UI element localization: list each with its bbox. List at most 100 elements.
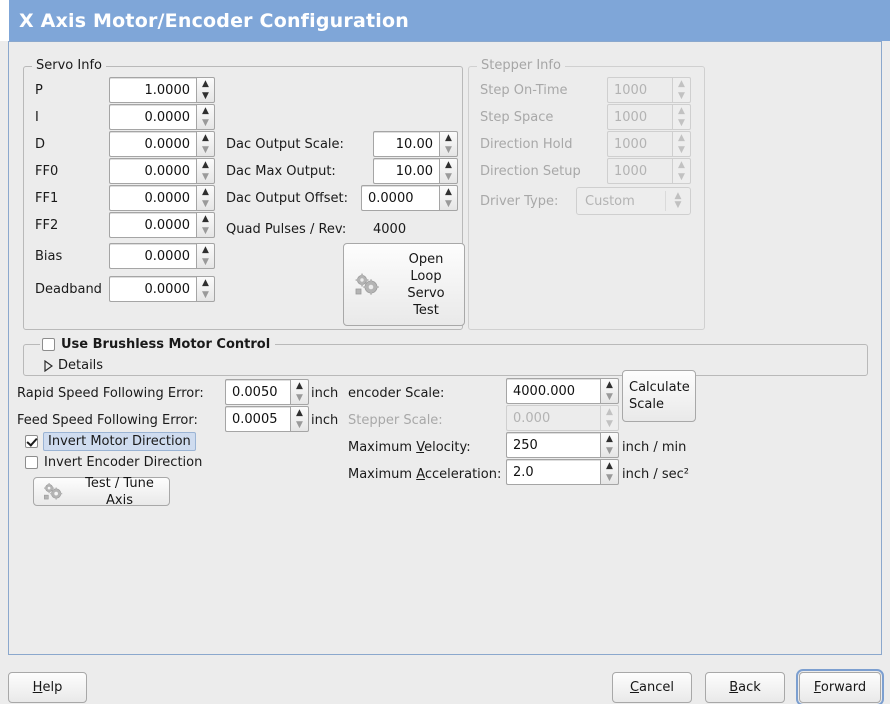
encoder-scale-input[interactable]: 4000.000 [506, 378, 600, 404]
details-disclosure[interactable]: Details [37, 358, 103, 373]
servo-input-d[interactable]: 0.0000 [109, 131, 196, 157]
cancel-button[interactable]: Cancel [612, 672, 692, 703]
servo-spin-deadband[interactable]: 0.0000 ▲ ▼ [109, 276, 215, 302]
servo-spin-p-buttons[interactable]: ▲ ▼ [196, 77, 215, 103]
servo-input-ff1[interactable]: 0.0000 [109, 185, 196, 211]
spin-up-icon[interactable]: ▲ [606, 460, 613, 471]
spin-up-icon[interactable]: ▲ [445, 159, 452, 170]
spin-up-icon[interactable]: ▲ [296, 407, 303, 418]
spin-down-icon[interactable]: ▼ [296, 419, 303, 430]
spin-up-icon[interactable]: ▲ [202, 277, 209, 288]
spin-down-icon[interactable]: ▼ [202, 225, 209, 236]
invert-encoder-direction-checkbox[interactable]: Invert Encoder Direction [25, 455, 202, 470]
spin-up-icon[interactable]: ▲ [202, 132, 209, 143]
help-button[interactable]: Help [8, 672, 87, 703]
maximum-acceleration-spin[interactable]: 2.0 ▲ ▼ [506, 459, 619, 485]
spin-down-icon[interactable]: ▼ [606, 391, 613, 402]
maximum-velocity-label: Maximum Velocity: [348, 440, 471, 455]
rapid-following-error-spin[interactable]: 0.0050 ▲ ▼ [225, 379, 309, 405]
servo-spin-d[interactable]: 0.0000 ▲ ▼ [109, 131, 215, 157]
spin-up-icon[interactable]: ▲ [202, 213, 209, 224]
spin-up-icon[interactable]: ▲ [202, 78, 209, 89]
servo-spin-i[interactable]: 0.0000 ▲ ▼ [109, 104, 215, 130]
spin-up-icon: ▲ [678, 78, 685, 89]
servo-spin-p[interactable]: 1.0000 ▲ ▼ [109, 77, 215, 103]
feed-following-error-spin[interactable]: 0.0005 ▲ ▼ [225, 406, 309, 432]
forward-button[interactable]: Forward [796, 669, 884, 704]
maximum-velocity-spin[interactable]: 250 ▲ ▼ [506, 432, 619, 458]
spin-down-icon[interactable]: ▼ [202, 289, 209, 300]
servo-input-deadband[interactable]: 0.0000 [109, 276, 196, 302]
spin-down-icon[interactable]: ▼ [296, 392, 303, 403]
spin-up-icon[interactable]: ▲ [445, 132, 452, 143]
rapid-following-error-input[interactable]: 0.0050 [225, 379, 290, 405]
servo-spin-ff1-buttons[interactable]: ▲ ▼ [196, 185, 215, 211]
calculate-scale-button[interactable]: Calculate Scale [622, 370, 696, 422]
servo-spin-deadband-buttons[interactable]: ▲ ▼ [196, 276, 215, 302]
dac-output-offset-input[interactable]: 0.0000 [361, 185, 439, 211]
spin-down-icon[interactable]: ▼ [445, 144, 452, 155]
spin-up-icon[interactable]: ▲ [202, 159, 209, 170]
spin-down-icon[interactable]: ▼ [445, 171, 452, 182]
spin-down-icon[interactable]: ▼ [202, 198, 209, 209]
servo-input-i[interactable]: 0.0000 [109, 104, 196, 130]
dac-max-output-input[interactable]: 10.00 [373, 158, 439, 184]
spin-up-icon[interactable]: ▲ [296, 380, 303, 391]
checkbox-box[interactable] [25, 435, 38, 448]
feed-following-error-input[interactable]: 0.0005 [225, 406, 290, 432]
spin-down-icon[interactable]: ▼ [202, 90, 209, 101]
servo-spin-i-buttons[interactable]: ▲ ▼ [196, 104, 215, 130]
spin-down-icon[interactable]: ▼ [445, 198, 452, 209]
servo-spin-d-buttons[interactable]: ▲ ▼ [196, 131, 215, 157]
servo-spin-bias-buttons[interactable]: ▲ ▼ [196, 243, 215, 269]
spin-up-icon[interactable]: ▲ [445, 186, 452, 197]
back-button[interactable]: Back [705, 672, 785, 703]
use-brushless-motor-control-checkbox[interactable]: Use Brushless Motor Control [40, 336, 276, 352]
dac-output-scale-buttons[interactable]: ▲ ▼ [439, 131, 458, 157]
dac-output-scale-spin[interactable]: 10.00 ▲ ▼ [373, 131, 458, 157]
rapid-following-error-buttons[interactable]: ▲ ▼ [290, 379, 309, 405]
servo-spin-ff2[interactable]: 0.0000 ▲ ▼ [109, 212, 215, 238]
servo-spin-bias[interactable]: 0.0000 ▲ ▼ [109, 243, 215, 269]
dac-output-scale-input[interactable]: 10.00 [373, 131, 439, 157]
open-loop-servo-test-button[interactable]: Open Loop Servo Test [343, 243, 465, 326]
maximum-velocity-input[interactable]: 250 [506, 432, 600, 458]
dac-max-output-spin[interactable]: 10.00 ▲ ▼ [373, 158, 458, 184]
spin-up-icon[interactable]: ▲ [202, 105, 209, 116]
servo-input-bias[interactable]: 0.0000 [109, 243, 196, 269]
test-tune-axis-button[interactable]: Test / Tune Axis [33, 476, 170, 508]
servo-spin-ff0[interactable]: 0.0000 ▲ ▼ [109, 158, 215, 184]
servo-input-ff0[interactable]: 0.0000 [109, 158, 196, 184]
dac-max-output-buttons[interactable]: ▲ ▼ [439, 158, 458, 184]
encoder-scale-spin[interactable]: 4000.000 ▲ ▼ [506, 378, 619, 404]
spin-down-icon[interactable]: ▼ [202, 117, 209, 128]
checkbox-box[interactable] [25, 456, 38, 469]
spin-down-icon[interactable]: ▼ [202, 171, 209, 182]
maximum-velocity-buttons[interactable]: ▲ ▼ [600, 432, 619, 458]
servo-input-p[interactable]: 1.0000 [109, 77, 196, 103]
feed-following-error-buttons[interactable]: ▲ ▼ [290, 406, 309, 432]
spin-down-icon[interactable]: ▼ [202, 256, 209, 267]
dac-output-offset-buttons[interactable]: ▲ ▼ [439, 185, 458, 211]
maximum-acceleration-buttons[interactable]: ▲ ▼ [600, 459, 619, 485]
chevron-right-icon[interactable] [37, 359, 53, 372]
spin-down-icon[interactable]: ▼ [202, 144, 209, 155]
spin-up-icon[interactable]: ▲ [606, 379, 613, 390]
spin-up-icon: ▲ [678, 105, 685, 116]
servo-spin-ff0-buttons[interactable]: ▲ ▼ [196, 158, 215, 184]
maximum-acceleration-input[interactable]: 2.0 [506, 459, 600, 485]
checkbox-box[interactable] [42, 337, 55, 351]
spin-up-icon[interactable]: ▲ [202, 186, 209, 197]
servo-input-ff2[interactable]: 0.0000 [109, 212, 196, 238]
spin-down-icon[interactable]: ▼ [606, 445, 613, 456]
spin-up-icon[interactable]: ▲ [606, 433, 613, 444]
spin-down-icon[interactable]: ▼ [606, 472, 613, 483]
invert-motor-direction-checkbox[interactable]: Invert Motor Direction [25, 432, 196, 451]
stepper-scale-spin: 0.000 ▲ ▼ [506, 405, 619, 431]
encoder-scale-buttons[interactable]: ▲ ▼ [600, 378, 619, 404]
servo-spin-ff1[interactable]: 0.0000 ▲ ▼ [109, 185, 215, 211]
servo-spin-ff2-buttons[interactable]: ▲ ▼ [196, 212, 215, 238]
dac-output-offset-spin[interactable]: 0.0000 ▲ ▼ [361, 185, 458, 211]
use-brushless-motor-control-label: Use Brushless Motor Control [61, 336, 271, 352]
spin-up-icon[interactable]: ▲ [202, 244, 209, 255]
